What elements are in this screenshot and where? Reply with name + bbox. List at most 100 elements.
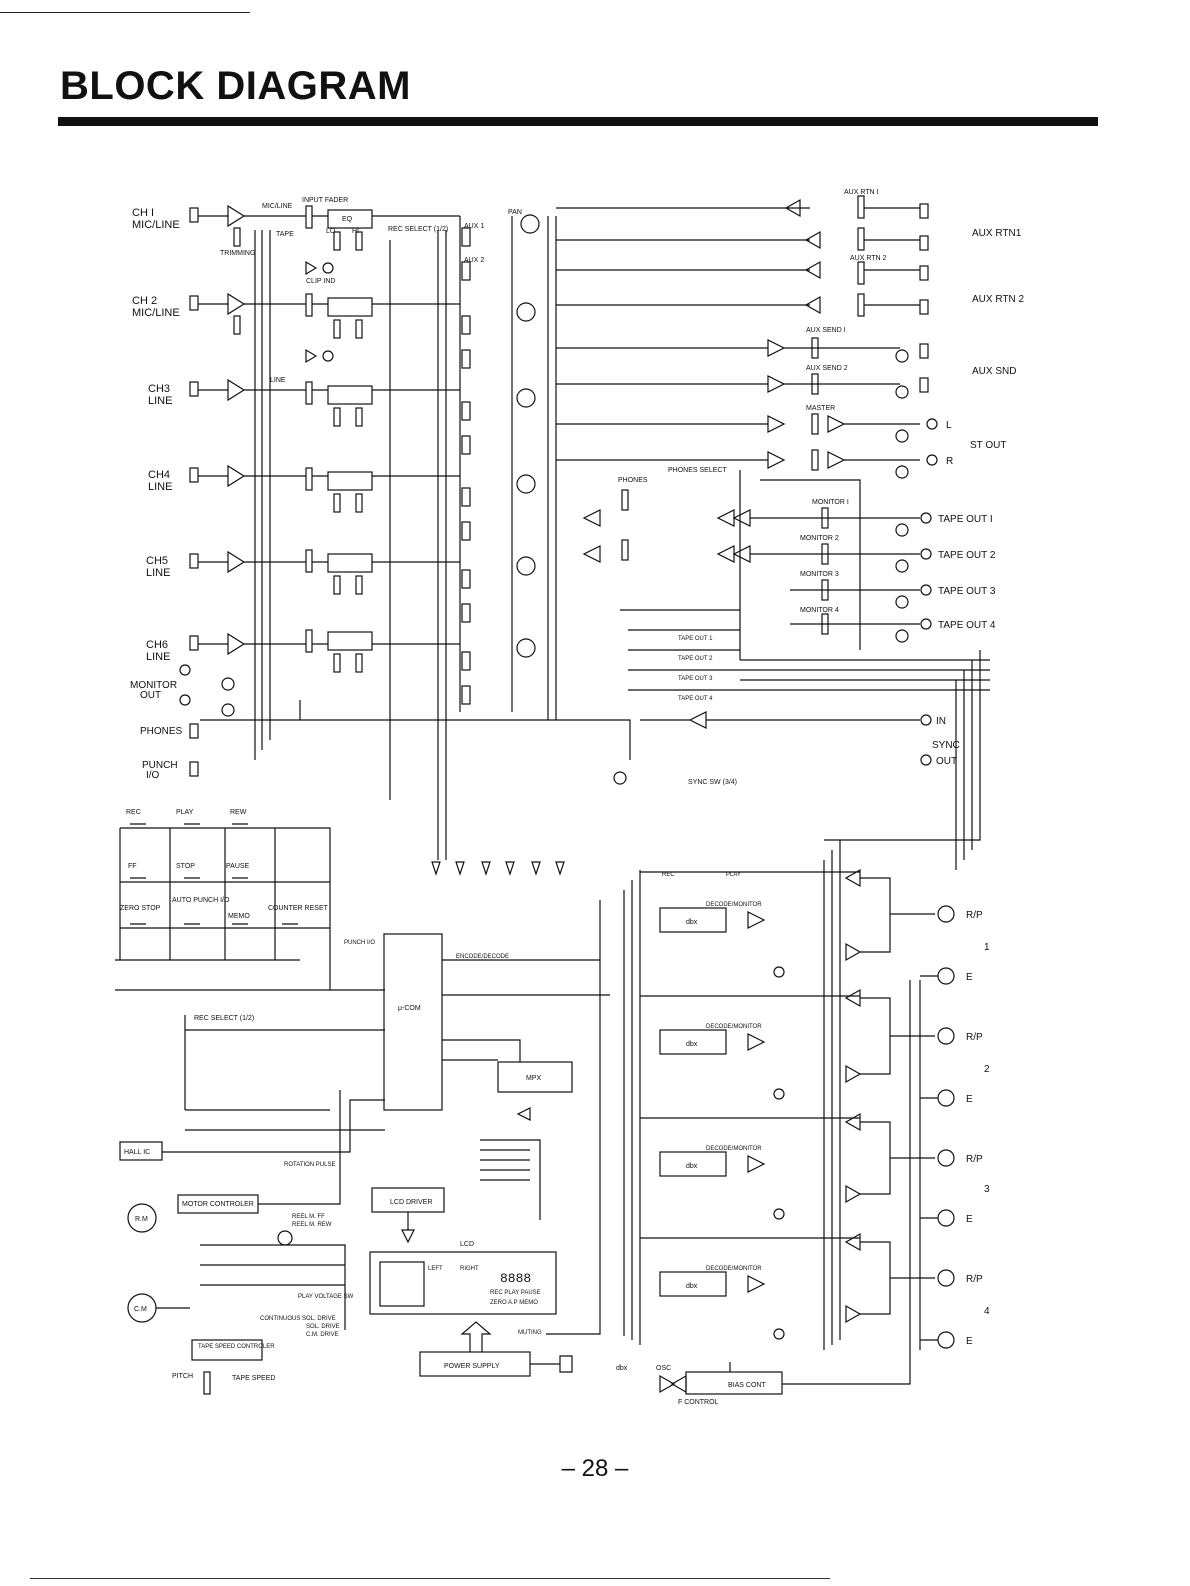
e-3: E (966, 1214, 973, 1225)
tape-section (431, 650, 981, 1395)
rotation-pulse-label: ROTATION PULSE (284, 1162, 335, 1168)
aux-rtn2-label: AUX RTN 2 (972, 294, 1024, 305)
page-title: BLOCK DIAGRAM (60, 64, 411, 108)
monitor2-label: MONITOR 2 (800, 535, 839, 542)
bias-cont-label: BIAS CONT (728, 1382, 766, 1389)
tape-label: TAPE (276, 231, 294, 238)
dbx-1: dbx (686, 919, 698, 926)
right-labels: AUX RTN I AUX RTN 2 AUX RTN1 AUX RTN 2 A… (618, 189, 1024, 786)
aux1-label: AUX 1 (464, 223, 484, 230)
aux-pan-section (389, 214, 557, 860)
motor-controler-label: MOTOR CONTROLER (182, 1201, 254, 1208)
rec-select-transport-label: REC SELECT (1/2) (194, 1015, 254, 1022)
rp-3: R/P (966, 1154, 983, 1165)
lo-label: LO (326, 228, 336, 235)
reel-ff-label: REEL M. FF (292, 1214, 325, 1220)
monitor1-label: MONITOR I (812, 499, 849, 506)
btn-auto-punch-label: AUTO PUNCH I/O (172, 897, 230, 904)
dbx-2: dbx (686, 1041, 698, 1048)
lcd-right-label: RIGHT (460, 1266, 479, 1272)
btn-pause-label: PAUSE (226, 863, 250, 870)
trimming-label: TRIMMING (220, 250, 255, 257)
ch1-label: CH I (132, 207, 154, 219)
track-2: 2 (984, 1064, 990, 1075)
rec-1: REC (662, 872, 675, 878)
phones-label: PHONES (140, 726, 183, 737)
ch4-type: LINE (148, 481, 172, 493)
aux2-label: AUX 2 (464, 257, 484, 264)
play-1: PLAY (726, 872, 741, 878)
punch-io-label: I/O (146, 770, 160, 781)
btn-rew-label: REW (230, 809, 247, 816)
ch2-type: MIC/LINE (132, 307, 180, 319)
rec-select-label: REC SELECT (1/2) (388, 226, 448, 233)
channel-strips (189, 204, 460, 760)
pitch-label: PITCH (172, 1373, 193, 1380)
hi-label: HI (352, 228, 359, 235)
control-labels: µ-COM MPX LCD DRIVER LCD LEFT RIGHT 8888… (344, 940, 766, 1406)
tape-speed-controler-label: TAPE SPEED CONTROLER (198, 1344, 275, 1350)
pan-label: PAN (508, 209, 522, 216)
btn-counter-reset-label: COUNTER RESET (268, 905, 329, 912)
monitor-out-label: MONITOR (130, 680, 177, 691)
lcd-driver-label: LCD DRIVER (390, 1199, 432, 1206)
lcd-left-label: LEFT (428, 1266, 443, 1272)
ch5-label: CH5 (146, 555, 168, 567)
reel-rew-label: REEL M. REW (292, 1222, 332, 1228)
line-label: LINE (270, 377, 286, 384)
play-voltage-label: PLAY VOLTAGE SW (298, 1294, 354, 1300)
ch4-label: CH4 (148, 469, 170, 481)
mic-line-label: MIC/LINE (262, 203, 293, 210)
page-number: – 28 – (561, 1455, 629, 1482)
master-label: MASTER (806, 405, 835, 412)
ch1-type: MIC/LINE (132, 219, 180, 231)
tape-out1-label: TAPE OUT I (938, 514, 993, 525)
lcd-status: REC PLAY PAUSE (490, 1290, 541, 1296)
tape-out2-label: TAPE OUT 2 (938, 550, 996, 561)
phones-select-label: PHONES SELECT (668, 467, 727, 474)
e-2: E (966, 1094, 973, 1105)
ch6-label: CH6 (146, 639, 168, 651)
btn-zero-stop-label: ZERO STOP (120, 905, 161, 912)
decode-monitor-3: DECODE/MONITOR (706, 1146, 762, 1152)
monitor-out-sub: OUT (140, 690, 161, 701)
dbx-3: dbx (686, 1163, 698, 1170)
power-supply-label: POWER SUPPLY (444, 1363, 500, 1370)
tape-out-bus-4: TAPE OUT 4 (678, 696, 713, 702)
decode-monitor-2: DECODE/MONITOR (706, 1024, 762, 1030)
decode-monitor-4: DECODE/MONITOR (706, 1266, 762, 1272)
track-4: 4 (984, 1306, 990, 1317)
lcd-status2: ZERO A.P MEMO (490, 1300, 538, 1306)
lcd-label: LCD (460, 1241, 474, 1248)
control-blocks (369, 900, 610, 1377)
aux-rtn2-title: AUX RTN 2 (850, 255, 887, 262)
st-l-label: L (946, 420, 952, 431)
sync-in-label: IN (936, 716, 946, 727)
bottom-edge-line (30, 1578, 830, 1579)
monitor-section (179, 470, 990, 785)
rp-2: R/P (966, 1032, 983, 1043)
tape-out-bus-2: TAPE OUT 2 (678, 656, 713, 662)
btn-rec-label: REC (126, 809, 141, 816)
btn-play-label: PLAY (176, 809, 194, 816)
rm-label: R.M (135, 1216, 148, 1223)
osc-label: OSC (656, 1365, 671, 1372)
encode-decode-label: ENCODE/DECODE (456, 954, 509, 960)
st-out-label: ST OUT (970, 440, 1006, 451)
muting-label: MUTING (518, 1330, 542, 1336)
e-4: E (966, 1336, 973, 1347)
ch5-type: LINE (146, 567, 170, 579)
clip-ind-label: CLIP IND (306, 278, 335, 285)
sync-out-label: OUT (936, 756, 957, 767)
rp-4: R/P (966, 1274, 983, 1285)
monitor3-label: MONITOR 3 (800, 571, 839, 578)
punch-io-ucom-label: PUNCH I/O (344, 940, 375, 946)
tape-out4-label: TAPE OUT 4 (938, 620, 996, 631)
tape-out3-label: TAPE OUT 3 (938, 586, 996, 597)
input-fader-label: INPUT FADER (302, 197, 348, 204)
monitor4-label: MONITOR 4 (800, 607, 839, 614)
btn-memo-label: MEMO (228, 913, 250, 920)
aux-send2-label: AUX SEND 2 (806, 365, 848, 372)
f-control-label: F CONTROL (678, 1399, 719, 1406)
